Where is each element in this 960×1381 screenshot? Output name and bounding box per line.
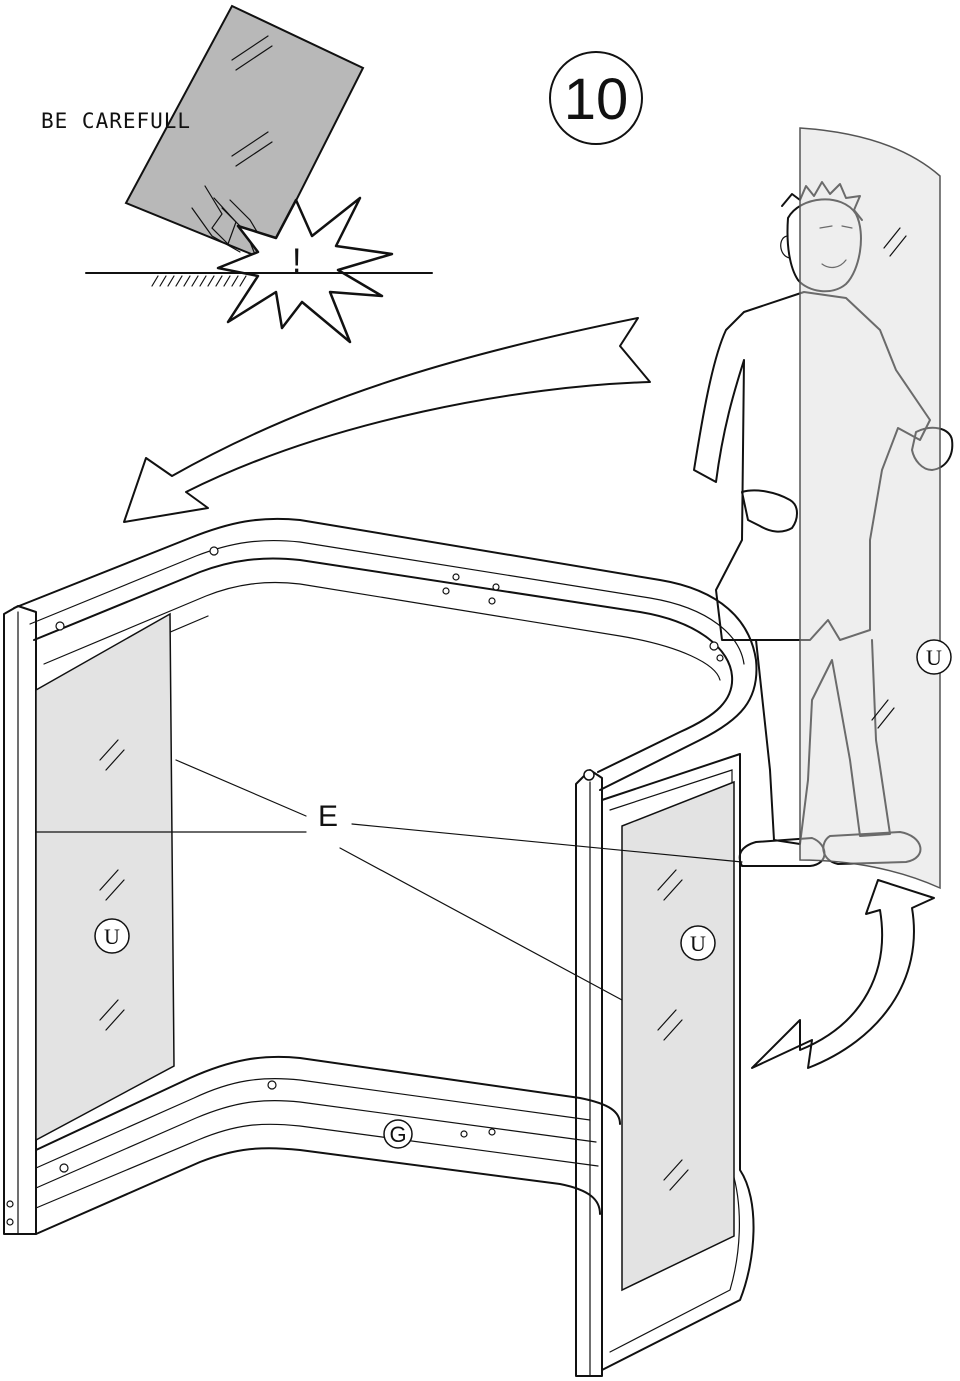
person-hair (781, 181, 863, 221)
leader-line-e-4 (351, 823, 743, 863)
person-head (786, 198, 862, 293)
exclamation-icon: ! (292, 242, 301, 280)
bottom-track-screw-holes (59, 1080, 496, 1173)
curved-arrow-icon-top (123, 317, 651, 523)
person-ear (780, 235, 791, 259)
right-door-profile (575, 769, 603, 1377)
enclosure-frame: U G U (3, 517, 758, 1377)
right-profile-hinge (583, 769, 595, 781)
warning-text: BE CAREFULL (41, 109, 191, 133)
bottom-track-inner (35, 1055, 621, 1151)
person-hand-left (741, 489, 798, 533)
seal-callout: E (35, 759, 743, 1001)
label-u-left: U (104, 924, 120, 949)
curved-arrow-icon-bottom (751, 879, 935, 1069)
step-number-circle (549, 51, 643, 145)
bottom-track-groove-c (35, 1123, 599, 1209)
glass-reflection-marks (231, 35, 273, 167)
top-rail-groove-b (43, 581, 721, 681)
held-glass-panel: U (799, 127, 952, 890)
person-smile (821, 259, 847, 269)
label-u-held: U (926, 645, 942, 670)
right-glass-reflection-marks (657, 869, 689, 1191)
floor-hatching (151, 275, 247, 287)
left-wall-profile (3, 605, 37, 1235)
person-shoe-left (738, 837, 826, 867)
left-glass-panel (35, 612, 175, 1142)
top-rail-groove-a (29, 539, 745, 665)
label-g: G (389, 1122, 406, 1147)
leader-line-e-1 (175, 759, 307, 817)
top-rail-outer (13, 517, 758, 791)
left-profile-hole-a (6, 1200, 14, 1208)
right-door-frame (601, 753, 755, 1371)
person-torso (693, 291, 931, 641)
warning-inset: ! BE CAREFULL (41, 4, 433, 344)
left-profile-hole-b (6, 1218, 14, 1226)
impact-burst-icon (216, 196, 394, 344)
step-number: 10 (564, 67, 629, 132)
label-circle-u-right (680, 925, 716, 961)
bottom-track-outer (35, 1147, 601, 1235)
left-glass-reflection-marks (99, 739, 125, 1031)
held-glass-reflection-marks (871, 227, 907, 729)
label-e: E (318, 800, 338, 833)
person-shoe-right (822, 831, 922, 865)
top-rail-screw-holes (55, 546, 724, 662)
person-legs (755, 639, 891, 845)
leader-line-e-3 (339, 847, 623, 1001)
top-rail-inner (33, 557, 734, 773)
bottom-track-groove-a (35, 1078, 591, 1169)
step-badge: 10 (549, 51, 643, 145)
label-circle-u-left (94, 918, 130, 954)
label-u-right: U (690, 931, 706, 956)
bottom-track-groove-b (35, 1099, 597, 1189)
label-circle-g (383, 1119, 413, 1149)
right-glass-panel (621, 780, 735, 1292)
falling-glass-panel (124, 4, 365, 262)
held-glass-outline (799, 127, 941, 890)
label-circle-u-held (916, 639, 952, 675)
